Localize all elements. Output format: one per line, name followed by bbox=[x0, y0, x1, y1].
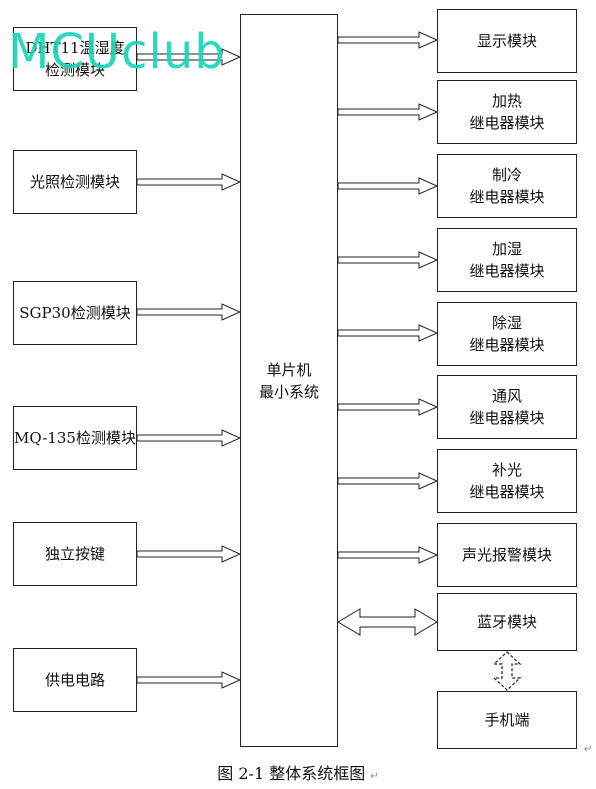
mq135-label: MQ-135检测模块 bbox=[14, 429, 136, 447]
mcu-minimum-system-box: 单片机 最小系统 bbox=[240, 14, 338, 747]
dehumidify-relay-box: 除湿 继电器模块 bbox=[437, 302, 577, 366]
cooling-relay-box: 制冷 继电器模块 bbox=[437, 154, 577, 218]
ventilation-relay-box: 通风 继电器模块 bbox=[437, 375, 577, 439]
heating-line1: 加热 bbox=[491, 92, 522, 110]
arrow-mcu-bluetooth-bidirectional bbox=[337, 608, 438, 636]
corner-crop-mark-icon: ↵ bbox=[584, 744, 593, 755]
arrow-mcu-to-cooling bbox=[337, 177, 439, 195]
button-module-box: 独立按键 bbox=[13, 522, 137, 586]
arrow-mcu-to-humidify bbox=[337, 251, 439, 269]
display-label: 显示模块 bbox=[476, 32, 537, 50]
humidify-relay-box: 加湿 继电器模块 bbox=[437, 228, 577, 292]
heating-line2: 继电器模块 bbox=[469, 114, 545, 132]
display-module-box: 显示模块 bbox=[437, 9, 577, 73]
bluetooth-module-box: 蓝牙模块 bbox=[437, 593, 577, 651]
dehumidify-line1: 除湿 bbox=[491, 314, 522, 332]
humidify-line2: 继电器模块 bbox=[469, 262, 545, 280]
light-sensor-module-box: 光照检测模块 bbox=[13, 150, 137, 214]
mcu-label-line1: 单片机 bbox=[266, 360, 312, 379]
arrow-bluetooth-phone-wireless bbox=[492, 651, 522, 691]
mq135-module-box: MQ-135检测模块 bbox=[13, 406, 137, 470]
arrow-mcu-to-fill-light bbox=[337, 472, 439, 490]
figure-caption-text: 图 2-1 整体系统框图 bbox=[217, 764, 366, 783]
figure-caption: 图 2-1 整体系统框图 ↵ bbox=[0, 760, 596, 784]
arrow-light-to-mcu bbox=[136, 173, 242, 191]
humidify-line1: 加湿 bbox=[491, 240, 522, 258]
cooling-line2: 继电器模块 bbox=[469, 188, 545, 206]
arrow-mcu-to-dehumidify bbox=[337, 324, 439, 342]
dht11-line2: 检测模块 bbox=[44, 61, 105, 79]
arrow-dht11-to-mcu bbox=[136, 48, 242, 66]
ventilation-line1: 通风 bbox=[491, 387, 522, 405]
bluetooth-label: 蓝牙模块 bbox=[476, 613, 537, 631]
arrow-power-to-mcu bbox=[136, 671, 242, 689]
arrow-mcu-to-display bbox=[337, 31, 439, 49]
power-circuit-box: 供电电路 bbox=[13, 648, 137, 712]
button-label: 独立按键 bbox=[44, 545, 105, 563]
alarm-module-box: 声光报警模块 bbox=[437, 523, 577, 587]
sgp30-module-box: SGP30检测模块 bbox=[13, 281, 137, 345]
mcu-label-line2: 最小系统 bbox=[258, 382, 319, 401]
dehumidify-line2: 继电器模块 bbox=[469, 336, 545, 354]
arrow-mcu-to-heating bbox=[337, 103, 439, 121]
dht11-line1: DHT11温湿度 bbox=[25, 39, 125, 57]
arrow-mq135-to-mcu bbox=[136, 429, 242, 447]
arrow-mcu-to-ventilation bbox=[337, 398, 439, 416]
sgp30-label: SGP30检测模块 bbox=[19, 304, 131, 322]
paragraph-mark-icon: ↵ bbox=[370, 771, 379, 782]
alarm-label: 声光报警模块 bbox=[461, 546, 552, 564]
arrow-button-to-mcu bbox=[136, 545, 242, 563]
arrow-sgp30-to-mcu bbox=[136, 303, 242, 321]
fill-light-relay-box: 补光 继电器模块 bbox=[437, 449, 577, 513]
arrow-mcu-to-alarm bbox=[337, 546, 439, 564]
light-sensor-label: 光照检测模块 bbox=[29, 173, 120, 191]
heating-relay-box: 加热 继电器模块 bbox=[437, 80, 577, 144]
phone-terminal-box: 手机端 bbox=[437, 691, 577, 749]
fill-light-line2: 继电器模块 bbox=[469, 483, 545, 501]
cooling-line1: 制冷 bbox=[491, 166, 522, 184]
dht11-module-box: DHT11温湿度 检测模块 bbox=[13, 27, 137, 91]
ventilation-line2: 继电器模块 bbox=[469, 409, 545, 427]
fill-light-line1: 补光 bbox=[491, 461, 522, 479]
power-circuit-label: 供电电路 bbox=[44, 671, 105, 689]
phone-label: 手机端 bbox=[484, 711, 530, 729]
